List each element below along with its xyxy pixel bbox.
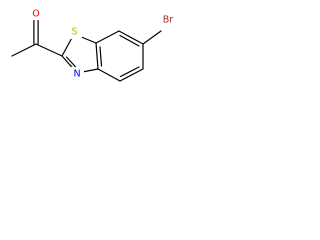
bond-c7a-c7 xyxy=(95,30,120,44)
bond-c7a-c3a xyxy=(95,42,99,70)
sulfur-atom-label: S xyxy=(71,27,77,38)
bromine-atom-label: Br xyxy=(163,15,174,26)
chemical-structure-diagram: O S N Br xyxy=(11,8,179,82)
bond-methyl-carbonyl xyxy=(11,43,37,57)
oxygen-atom-label: O xyxy=(32,9,39,20)
bond-c5-c4 xyxy=(119,68,144,82)
bond-c7-c6 xyxy=(118,30,144,45)
bond-carbonyl-c2 xyxy=(35,43,63,57)
bond-c6-bromine xyxy=(142,30,162,45)
bond-c7-c6-second xyxy=(119,34,140,47)
bond-c7a-c7a-second xyxy=(99,46,103,67)
bond-c4-c3a xyxy=(97,68,121,82)
nitrogen-atom-label: N xyxy=(73,69,80,80)
bond-c5-c4-second xyxy=(119,66,140,78)
